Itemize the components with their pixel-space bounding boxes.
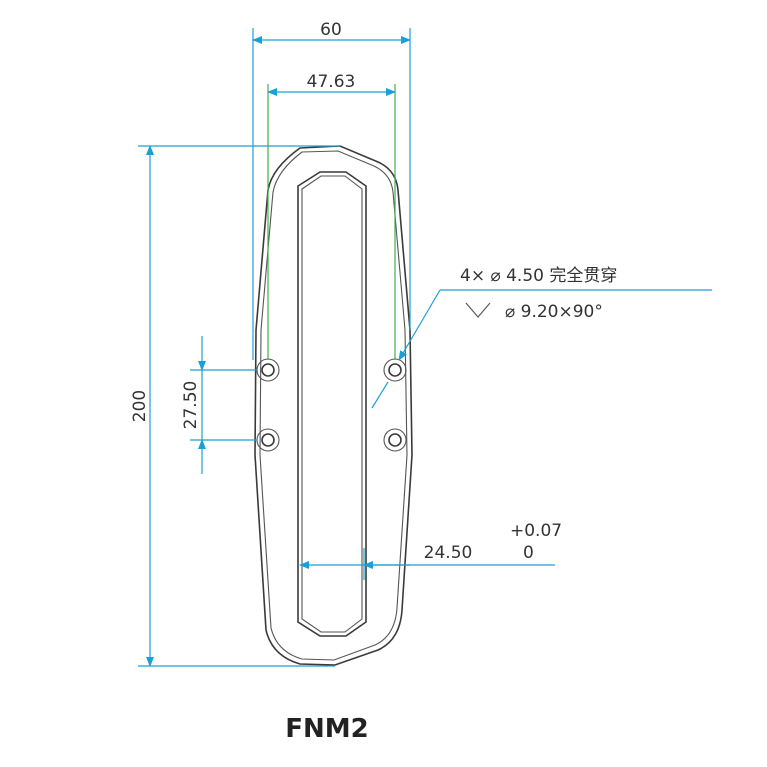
tolerance-upper: +0.07 xyxy=(510,521,562,541)
dim-overall-height: 200 xyxy=(130,145,340,667)
dim-hole-pitch: 27.50 xyxy=(181,336,257,474)
dim-overall-height-label: 200 xyxy=(130,390,150,422)
hole-note-line1: 4× ⌀ 4.50 完全贯穿 xyxy=(460,266,617,286)
dim-slot-width: 24.50 +0.07 0 xyxy=(299,521,562,580)
dim-hole-width-label: 47.63 xyxy=(307,72,356,92)
mounting-holes xyxy=(256,358,407,452)
dim-hole-width: 47.63 xyxy=(267,72,396,360)
dim-overall-width: 60 xyxy=(252,20,411,360)
countersink-icon xyxy=(465,302,491,318)
handle-outline xyxy=(254,145,413,666)
hole-top-right xyxy=(383,358,407,382)
part-caption: FNM2 xyxy=(285,714,368,744)
dim-hole-pitch-label: 27.50 xyxy=(181,381,201,430)
inner-slot xyxy=(297,171,367,637)
hole-callout: 4× ⌀ 4.50 完全贯穿 ⌀ 9.20×90° xyxy=(371,266,712,409)
tolerance-lower: 0 xyxy=(523,543,534,563)
dim-overall-width-label: 60 xyxy=(320,20,342,40)
hole-note-line2: ⌀ 9.20×90° xyxy=(505,302,603,322)
dim-slot-width-label: 24.50 xyxy=(424,543,473,563)
hole-bottom-right xyxy=(383,428,407,452)
